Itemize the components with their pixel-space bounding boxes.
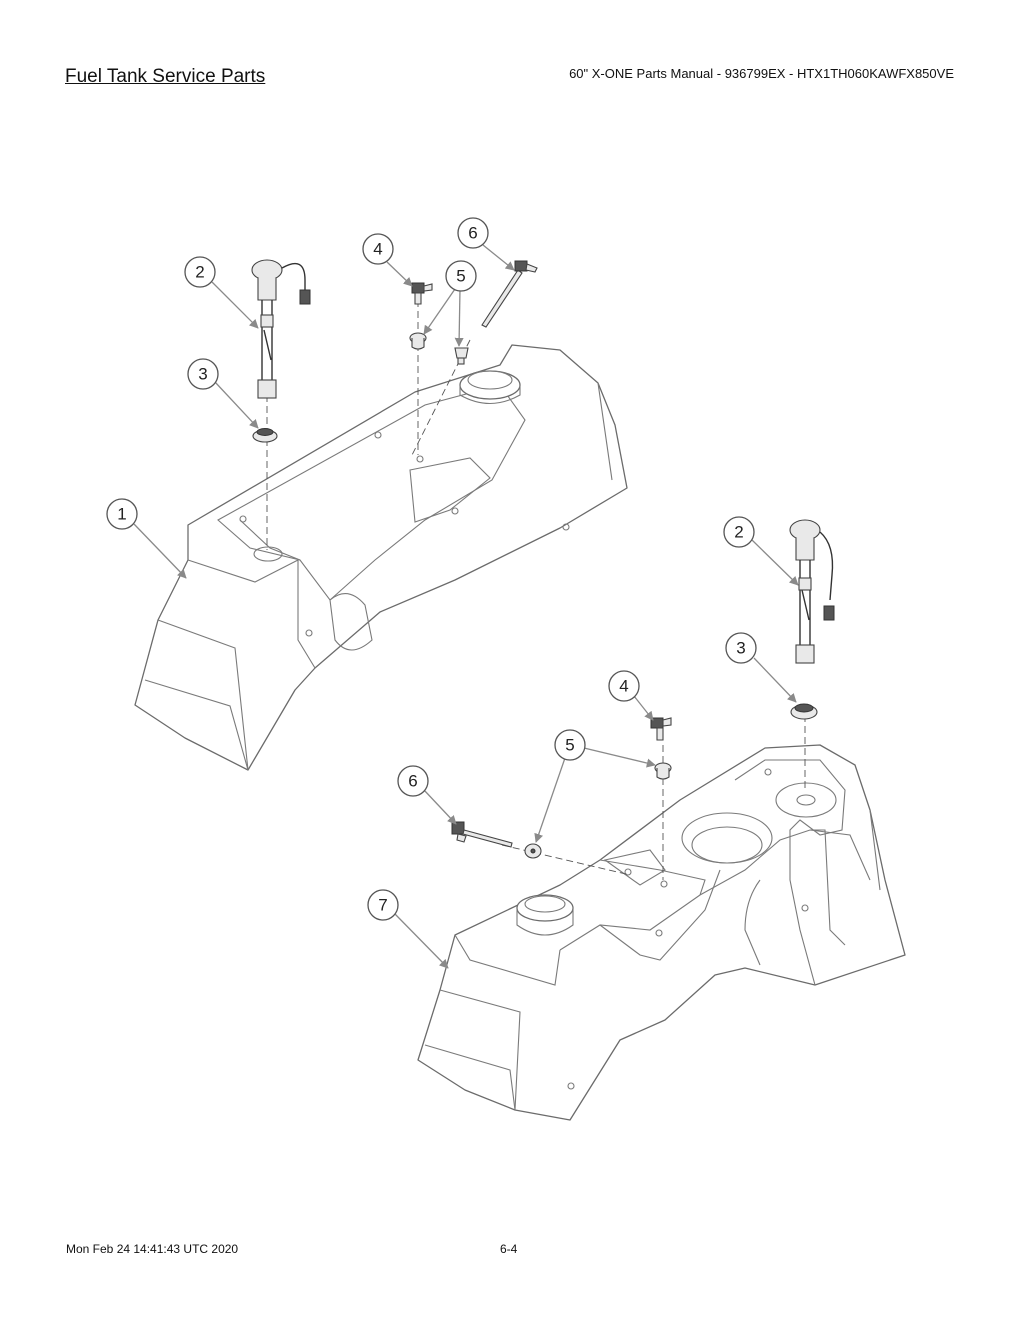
leader-upper-6 [482,244,515,271]
upper-fuel-sender [251,259,311,399]
page-title: Fuel Tank Service Parts [65,66,266,87]
callout-upper-2: 2 [184,256,216,288]
callout-lower-4: 4 [608,670,640,702]
upper-fuel-tank [134,344,628,771]
leader-lower-7 [394,913,449,969]
svg-text:5: 5 [565,736,574,755]
leader-lower-4 [633,695,654,721]
callout-lower-5: 5 [554,729,586,761]
leader-lower-6 [423,789,457,825]
page-number: 6-4 [500,1242,518,1256]
leader-upper-5b [454,288,464,347]
svg-text:4: 4 [373,240,382,259]
callout-upper-6: 6 [457,217,489,249]
upper-vent-valve [411,282,433,305]
svg-text:6: 6 [468,224,477,243]
callout-lower-3: 3 [725,632,757,664]
leader-lower-3 [753,657,797,703]
leader-upper-2 [211,281,259,329]
svg-text:3: 3 [198,365,207,384]
leader-upper-3 [214,381,259,429]
callout-upper-3: 3 [187,358,219,390]
svg-text:6: 6 [408,772,417,791]
svg-text:2: 2 [734,523,743,542]
footer-timestamp: Mon Feb 24 14:41:43 UTC 2020 [66,1242,239,1256]
lower-fuel-sender [789,519,835,664]
svg-text:3: 3 [736,639,745,658]
upper-pickup-tube [481,260,538,328]
svg-text:2: 2 [195,263,204,282]
leader-upper-5a [423,288,456,335]
lower-grommet [790,703,818,720]
lower-vent-valve [650,717,672,741]
svg-text:7: 7 [378,896,387,915]
svg-text:1: 1 [117,505,126,524]
lower-pickup-tube [451,821,513,848]
leader-lower-5a [583,747,656,768]
callout-upper-5: 5 [445,260,477,292]
lower-fitting [524,843,542,859]
svg-text:5: 5 [456,267,465,286]
upper-bushing [409,332,427,350]
svg-text:4: 4 [619,677,628,696]
leader-upper-1 [133,523,187,579]
leader-lower-5b [534,757,566,843]
callout-lower-2: 2 [723,516,755,548]
lower-bushing [654,762,672,780]
upper-grommet [252,428,278,443]
callout-lower-7: 7 [367,889,399,921]
manual-reference: 60" X-ONE Parts Manual - 936799EX - HTX1… [569,66,954,81]
upper-fitting [454,347,469,365]
callout-upper-1: 1 [106,498,138,530]
callout-upper-4: 4 [362,233,394,265]
callout-lower-6: 6 [397,765,429,797]
leader-upper-4 [386,261,413,287]
lower-fuel-tank [417,744,906,1121]
leader-lower-2 [751,539,799,586]
